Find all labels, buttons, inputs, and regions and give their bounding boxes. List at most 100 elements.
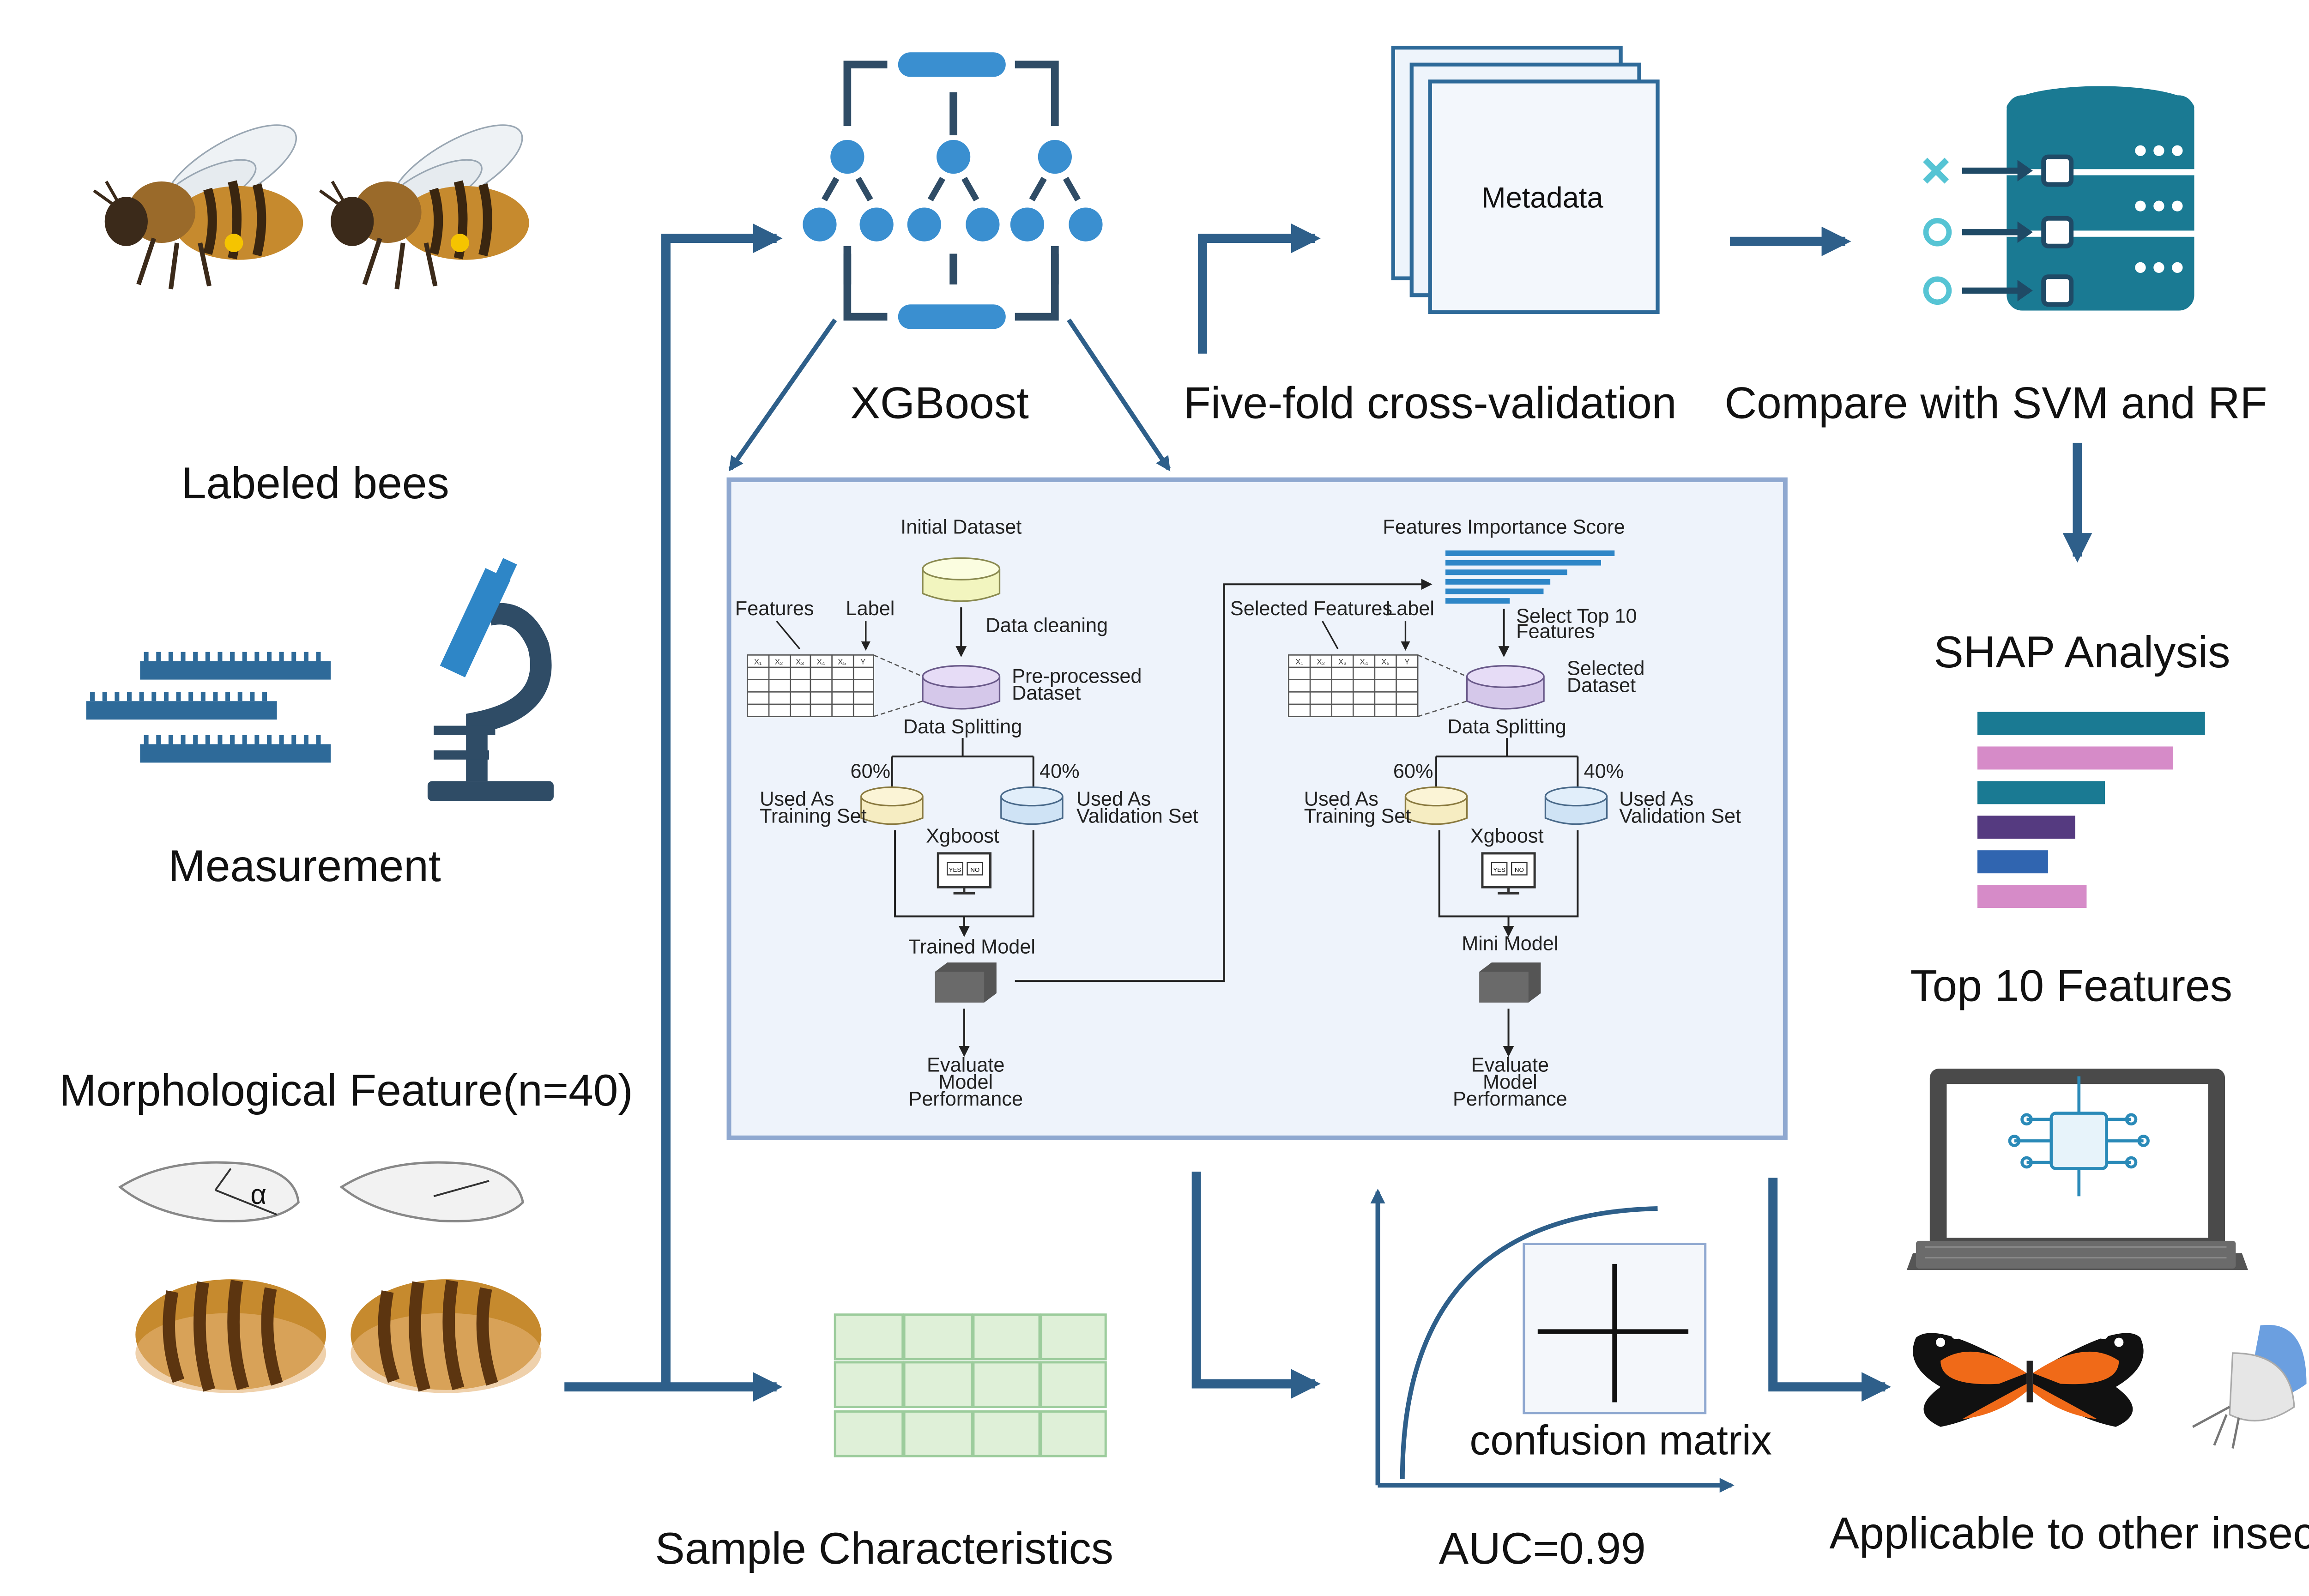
morph-feature-label: Morphological Feature(n=40) [59,1066,633,1115]
shap-bar [1977,781,2105,804]
roc-curve-icon [1370,1188,1735,1493]
shap-bar [1977,885,2087,908]
table-column-header: X₄ [1360,657,1368,666]
table-column-header: X₅ [838,657,846,666]
train-label-2: Training Set [1304,805,1411,827]
sample-characteristics-label: Sample Characteristics [655,1524,1113,1573]
database-icon [1544,786,1608,825]
feature-table [1288,654,1419,717]
microscope-icon [427,558,554,801]
table-column-header: X₄ [817,657,825,666]
evaluate-label-2: Model [1483,1071,1537,1093]
selected-dataset-label-1: Selected [1567,658,1644,680]
model-cube-icon [1479,962,1541,1003]
train-label-1: Used As [1304,788,1378,810]
mini-model-label: Mini Model [1462,933,1558,955]
evaluate-label-1: Evaluate [1471,1054,1549,1076]
flow-arrows [564,224,2092,1402]
importance-bar [1445,560,1601,566]
importance-bar [1445,550,1615,556]
ruler-icon [86,652,331,763]
shap-label: SHAP Analysis [1934,628,2230,677]
top10-label: Top 10 Features [1910,961,2232,1010]
selected-features-label: Selected Features [1230,598,1392,620]
features-label: Features [735,598,814,620]
screen-yes: YES [949,866,961,873]
shap-bar [1977,850,2048,874]
selected-dataset-label-2: Dataset [1567,674,1636,696]
database-icon [860,786,924,825]
train-label-1: Used As [760,788,834,810]
database-icon [922,557,1001,602]
arrow-to-metadata [1197,224,1321,354]
pct-train-label: 60% [851,761,891,783]
evaluate-label-3: Performance [1453,1088,1567,1110]
pct-train-label: 60% [1393,761,1433,783]
shap-bar-chart [1977,712,2205,908]
wing-angle-symbol: α [250,1179,266,1210]
preprocessed-label-1: Pre-processed [1012,665,1142,687]
bee-illustration-2 [319,124,529,290]
xgboost-step-label: Xgboost [926,825,999,847]
trained-model-label: Trained Model [908,936,1035,958]
val-label-1: Used As [1076,788,1151,810]
labeled-bees-label: Labeled bees [181,459,449,508]
importance-bar-chart [1445,550,1615,604]
arrow-xgb-to-panel-right [1067,318,1171,472]
label-label: Label [846,598,895,620]
x-mark-icon [1923,157,1949,184]
val-label-2: Validation Set [1076,805,1198,827]
shap-bar [1977,746,2173,770]
xgboost-step-label: Xgboost [1470,825,1544,847]
importance-bar [1445,588,1544,594]
computer-icon: YES NO [1481,852,1536,895]
screen-no: NO [1515,866,1524,873]
butterfly-icon [1913,1330,2144,1427]
circle-mark-icon [1923,218,1952,247]
metadata-stack-icon [1391,46,1660,314]
five-fold-label: Five-fold cross-validation [1184,379,1677,428]
table-column-header: Y [860,657,865,666]
wing-icon [339,1161,525,1222]
select-top-label-2: Features [1516,621,1595,643]
compare-label: Compare with SVM and RF [1724,379,2267,428]
arrow-xgb-to-panel-left [728,318,837,472]
label-label: Label [1385,598,1434,620]
table-column-header: X₃ [796,657,804,666]
feature-table [747,654,874,717]
table-column-header: X₃ [1338,657,1347,666]
confusion-matrix-icon [1523,1243,1707,1415]
table-column-header: X₁ [754,657,762,666]
evaluate-label-1: Evaluate [927,1054,1004,1076]
metadata-label: Metadata [1481,181,1604,214]
pct-val-label: 40% [1040,761,1080,783]
shap-bar [1977,816,2075,839]
data-cleaning-label: Data cleaning [986,614,1108,636]
measurement-label: Measurement [168,841,441,891]
laptop-ai-icon [1906,1068,2249,1270]
data-splitting-label: Data Splitting [1448,716,1566,738]
abdomen-icon-1 [135,1279,326,1393]
database-icon [1466,665,1545,710]
model-cube-icon [935,962,997,1003]
arrow-to-xgboost [661,224,783,1387]
table-column-header: X₂ [1317,657,1325,666]
database-compare-icon [1923,86,2194,311]
data-splitting-label: Data Splitting [903,716,1022,738]
left-workflow: Initial Dataset Data cleaning Features L… [735,516,1198,1110]
auc-label: AUC=0.99 [1439,1524,1646,1573]
right-workflow: Features Importance Score Selected Featu… [1230,516,1741,1110]
arrow-to-insects [1768,1178,1892,1402]
val-label-2: Validation Set [1619,805,1741,827]
arrow-to-auc [1191,1172,1321,1399]
val-label-1: Used As [1619,788,1693,810]
table-column-header: X₂ [775,657,783,666]
evaluate-label-3: Performance [908,1088,1023,1110]
database-icon [1000,786,1064,825]
table-column-header: X₅ [1381,657,1390,666]
pct-val-label: 40% [1584,761,1624,783]
wing-angle-icon: α [118,1161,300,1222]
confusion-label: confusion matrix [1469,1418,1771,1464]
evaluate-label-2: Model [938,1071,993,1093]
